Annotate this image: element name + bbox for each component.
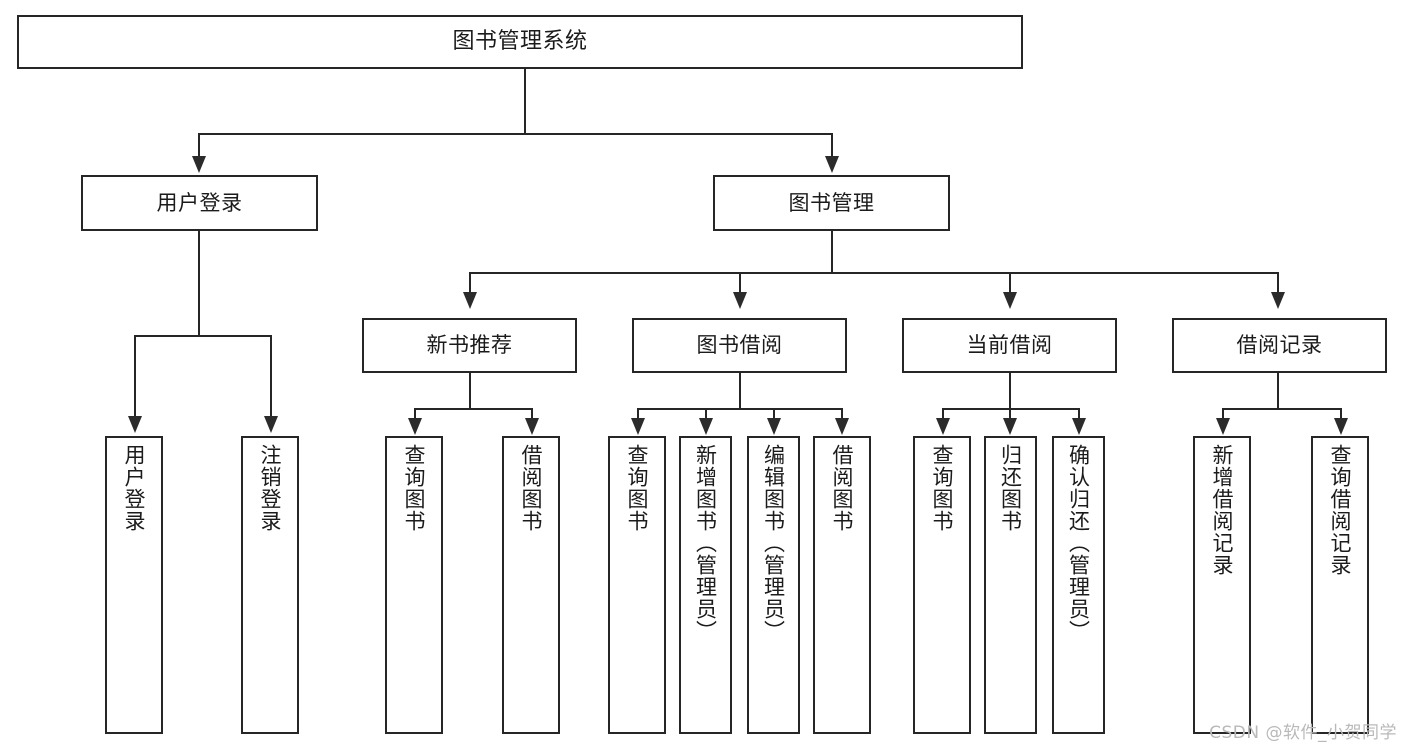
edge-br-bar	[1222, 408, 1341, 410]
node-label: 图书管理	[788, 190, 875, 215]
edge-bb-to-leaf4	[841, 408, 843, 420]
edge-nbr-stem	[469, 373, 471, 410]
node-book-borrow[interactable]: 图书借阅	[632, 318, 847, 373]
node-root-system[interactable]: 图书管理系统	[17, 15, 1023, 69]
node-label: 查询借阅记录	[1328, 444, 1353, 576]
arrow-user-login-to-leaf2	[264, 416, 278, 433]
arrow-bm-to-current-borrow	[1003, 292, 1017, 309]
edge-br-to-leaf2	[1340, 408, 1342, 420]
edge-cb-to-leaf3	[1078, 408, 1080, 420]
leaf-borrow-add-book[interactable]: 新增图书（管理员）	[679, 436, 732, 734]
edge-bb-to-leaf2	[705, 408, 707, 420]
node-label: 确认归还（管理员）	[1066, 444, 1091, 642]
node-label: 查询图书	[402, 444, 427, 532]
node-label: 查询图书	[930, 444, 955, 532]
edge-nbr-to-leaf1	[414, 408, 416, 420]
leaf-record-add[interactable]: 新增借阅记录	[1193, 436, 1251, 734]
arrow-nbr-to-leaf1	[408, 418, 422, 435]
node-current-borrow[interactable]: 当前借阅	[902, 318, 1117, 373]
edge-bb-to-leaf3	[773, 408, 775, 420]
edge-cb-stem	[1009, 373, 1011, 410]
node-label: 新书推荐	[426, 333, 513, 358]
arrow-nbr-to-leaf2	[525, 418, 539, 435]
edge-user-login-to-leaf1	[134, 335, 136, 419]
arrow-root-to-book-manage	[825, 156, 839, 173]
leaf-newbook-borrow-book[interactable]: 借阅图书	[502, 436, 560, 734]
node-label: 借阅记录	[1236, 333, 1323, 358]
edge-root-to-user-login	[198, 133, 200, 159]
arrow-root-to-user-login	[192, 156, 206, 173]
edge-cb-to-leaf1	[942, 408, 944, 420]
arrow-bb-to-leaf1	[631, 418, 645, 435]
node-label: 查询图书	[625, 444, 650, 532]
edge-root-to-book-manage	[831, 133, 833, 159]
node-label: 用户登录	[156, 190, 243, 215]
leaf-current-return-book[interactable]: 归还图书	[984, 436, 1037, 734]
node-book-manage[interactable]: 图书管理	[713, 175, 950, 231]
edge-bb-stem	[739, 373, 741, 410]
node-label: 图书管理系统	[452, 29, 588, 55]
arrow-br-to-leaf2	[1334, 418, 1348, 435]
leaf-borrow-edit-book[interactable]: 编辑图书（管理员）	[747, 436, 800, 734]
node-label: 图书借阅	[696, 333, 783, 358]
edge-bb-bar	[637, 408, 843, 410]
edge-user-login-stem	[198, 231, 200, 336]
leaf-user-logout[interactable]: 注销登录	[241, 436, 299, 734]
node-label: 注销登录	[258, 444, 283, 532]
leaf-current-confirm-return[interactable]: 确认归还（管理员）	[1052, 436, 1105, 734]
edge-book-manage-bar	[469, 272, 1279, 274]
leaf-newbook-query-book[interactable]: 查询图书	[385, 436, 443, 734]
arrow-bb-to-leaf4	[835, 418, 849, 435]
arrow-cb-to-leaf1	[936, 418, 950, 435]
edge-root-stem	[524, 69, 526, 134]
edge-bm-to-current-borrow	[1009, 272, 1011, 294]
leaf-borrow-borrow-book[interactable]: 借阅图书	[813, 436, 871, 734]
arrow-bb-to-leaf2	[699, 418, 713, 435]
node-label: 编辑图书（管理员）	[761, 444, 786, 642]
arrow-bm-to-book-borrow	[733, 292, 747, 309]
csdn-watermark: CSDN @软件_小贺同学	[1209, 723, 1397, 743]
edge-book-manage-stem	[831, 231, 833, 274]
edge-user-login-to-leaf2	[270, 335, 272, 419]
leaf-borrow-query-book[interactable]: 查询图书	[608, 436, 666, 734]
edge-nbr-bar	[414, 408, 532, 410]
edge-bm-to-book-borrow	[739, 272, 741, 294]
node-label: 归还图书	[998, 444, 1023, 532]
edge-user-login-bar	[134, 335, 271, 337]
arrow-cb-to-leaf3	[1072, 418, 1086, 435]
edge-nbr-to-leaf2	[531, 408, 533, 420]
edge-br-stem	[1277, 373, 1279, 410]
node-label: 新增图书（管理员）	[693, 444, 718, 642]
arrow-bm-to-borrow-record	[1271, 292, 1285, 309]
edge-cb-to-leaf2	[1009, 408, 1011, 420]
arrow-bb-to-leaf3	[767, 418, 781, 435]
node-label: 新增借阅记录	[1210, 444, 1235, 576]
arrow-bm-to-new-book	[463, 292, 477, 309]
node-new-book-recommend[interactable]: 新书推荐	[362, 318, 577, 373]
edge-root-bar	[198, 133, 832, 135]
leaf-current-query-book[interactable]: 查询图书	[913, 436, 971, 734]
leaf-user-login[interactable]: 用户登录	[105, 436, 163, 734]
arrow-user-login-to-leaf1	[128, 416, 142, 433]
arrow-cb-to-leaf2	[1003, 418, 1017, 435]
edge-bm-to-new-book	[469, 272, 471, 294]
edge-cb-bar	[942, 408, 1080, 410]
node-user-login[interactable]: 用户登录	[81, 175, 318, 231]
node-label: 借阅图书	[519, 444, 544, 532]
edge-bb-to-leaf1	[637, 408, 639, 420]
node-label: 借阅图书	[830, 444, 855, 532]
leaf-record-query[interactable]: 查询借阅记录	[1311, 436, 1369, 734]
edge-bm-to-borrow-record	[1277, 272, 1279, 294]
node-borrow-record[interactable]: 借阅记录	[1172, 318, 1387, 373]
node-label: 用户登录	[122, 444, 147, 532]
edge-br-to-leaf1	[1222, 408, 1224, 420]
arrow-br-to-leaf1	[1216, 418, 1230, 435]
node-label: 当前借阅	[966, 333, 1053, 358]
